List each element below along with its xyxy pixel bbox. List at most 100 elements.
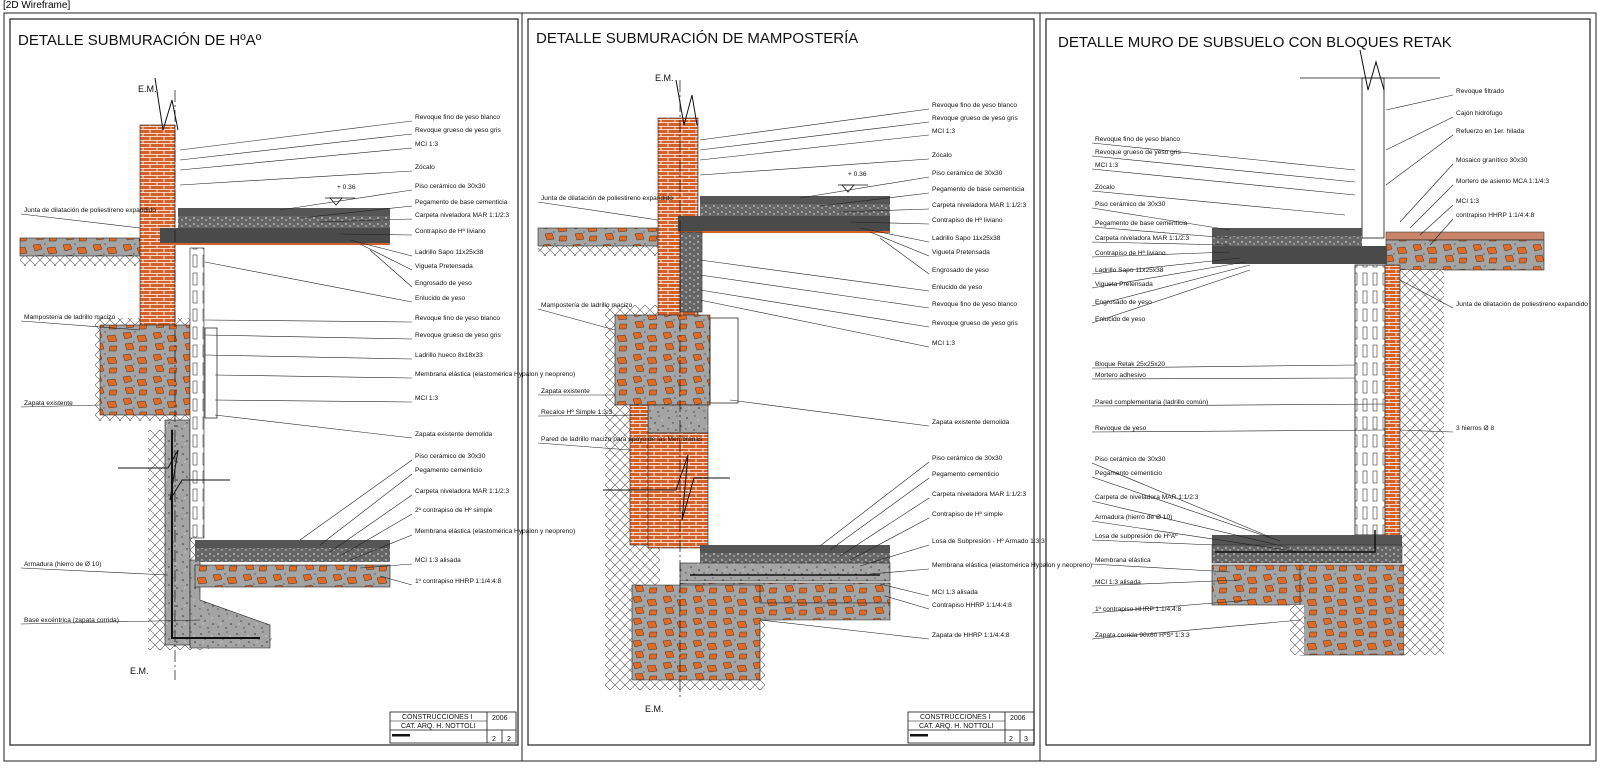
s1-right-leader-line [299,459,413,541]
s3-left-label: Zapata corrida 90x60 HºSº 1:3:3 [1095,632,1190,639]
s3-left-leader-line [1091,142,1356,171]
s2-right-leader-line [819,192,930,207]
s3-left-label: Piso cerámico de 30x30 [1095,201,1166,208]
s1-right-label: Ladrillo Sapo 11x25x38 [415,249,484,256]
s1-right-leader-line [369,249,413,288]
s2-right-label: Contrapiso de Hº liviano [932,217,1003,224]
sheet2-level: + 0.36 [848,171,867,178]
s1-right-leader-line [329,494,413,553]
s3-left-leader-line [1091,207,1231,231]
sheet2-title: DETALLE SUBMURACIÓN DE MAMPOSTERÍA [536,30,858,47]
s1-right-leader-line [339,233,413,236]
s1-left-leader-line [20,404,101,408]
sheet2-tb-institution: CONSTRUCCIONES I [920,714,990,721]
s3-left-label: Zócalo [1095,184,1115,191]
s2-right-label: Membrana elástica (elastomérica Hypalon … [932,562,1092,569]
s1-right-label: Carpeta niveladora MAR 1:1/2:3 [415,488,510,495]
s2-left-label: Pared de ladrillo macizo para apoyo de l… [541,436,703,443]
s1-left-label: Mampostería de ladrillo macizo [24,314,116,321]
s3-right-label: contrapiso HHRP 1:1/4:4:8 [1456,212,1535,219]
s3-left-leader-line [1091,563,1231,573]
s3-left-label: Vigueta Pretensada [1095,281,1153,288]
s3-right-label: Junta de dilatación de poliestireno expa… [1456,301,1588,308]
s2-left-label: Recalce Hº Simple 1:3:3 [541,409,613,416]
s2-right-label: Revoque grueso de yeso gris [932,115,1018,122]
s2-left-leader-line [537,201,659,221]
s3-left-label: Engrosado de yeso [1095,299,1152,306]
s2-right-label: Losa de Subpresión - Hº Armado 1:3:3 [932,538,1045,545]
sheet1-titleblock [389,711,517,744]
s1-right-label: Engrosado de yeso [415,280,472,287]
s3-left-leader-line [1091,257,1241,275]
s1-right-label: Membrana elástica (elastomérica Hypalon … [415,371,575,378]
s1-right-label: Revoque grueso de yeso gris [415,127,501,134]
s1-right-label: MCI 1:3 [415,141,438,148]
s1-right-label: Enlucido de yeso [415,295,466,302]
s1-right-label: Revoque fino de yeso blanco [415,315,500,322]
sheet3-drawing [1211,49,1545,656]
s2-right-leader-line [884,595,930,610]
s1-right-label: Vigueta Pretensada [415,263,473,270]
s1-right-label: 2º contrapiso de Hº simple [415,507,493,514]
s3-left-leader-line [1091,364,1356,369]
s1-left-label: Zapata existente [24,400,73,407]
s2-right-label: Revoque fino de yeso blanco [932,102,1017,109]
sheet2-em-bottom: E.M. [645,704,664,714]
s3-right-leader-line [1385,134,1454,186]
s2-right-leader-line [699,289,930,328]
s2-right-leader-line [699,121,930,151]
s1-right-label: 1º contrapiso HHRP 1:1/4:4:8 [415,578,502,585]
s3-right-leader-line [1409,184,1454,229]
sheet3-title: DETALLE MURO DE SUBSUELO CON BLOQUES RET… [1058,34,1452,51]
s1-right-leader-line [359,243,413,271]
s1-right-leader-line [204,334,413,340]
s1-right-leader-line [379,575,413,586]
s2-right-label: Piso cerámico de 30x30 [932,455,1003,462]
s3-left-label: Bloque Retak 25x25x20 [1095,361,1165,368]
s3-left-leader-line [1091,251,1231,258]
s1-right-label: Contrapiso de Hº liviano [415,228,486,235]
s2-right-leader-line [699,274,930,309]
s1-right-leader-line [214,414,413,439]
s1-left-label: Base excéntrica (zapata corrida) [24,617,119,624]
s2-right-leader-line [699,158,930,176]
s3-left-label: Carpeta de niveladora MAR 1:1/2:3 [1095,494,1199,501]
s3-left-label: Losa de subpresión de HºAº [1095,533,1178,540]
s3-left-label: Ladrillo Sapo 11x25x38 [1095,267,1164,274]
s2-right-label: MCI 1:3 [932,340,955,347]
s2-right-label: Carpeta niveladora MAR 1:1/2:3 [932,491,1027,498]
s3-right-leader-line [1429,218,1454,246]
s2-right-label: Revoque fino de yeso blanco [932,301,1017,308]
s3-left-label: Piso cerámico de 30x30 [1095,456,1166,463]
sheet1-tb-total: 2 [507,736,511,743]
s1-right-label: Ladrillo hueco 8x18x33 [415,352,483,359]
s2-right-label: Contrapiso de Hº simple [932,511,1003,518]
s3-right-leader-line [1419,204,1454,236]
s2-right-leader-line [839,208,930,213]
s2-right-leader-line [699,108,930,141]
s3-left-leader-line [1091,476,1281,542]
sheet1-em-top: E.M. [138,84,157,94]
s2-right-leader-line [699,134,930,161]
s2-right-leader-line [869,231,930,257]
s2-right-leader-line [799,176,930,199]
s1-right-label: MCI 1:3 [415,395,438,402]
s3-left-label: Contrapiso de Hº liviano [1095,250,1166,257]
s3-left-leader-line [1091,539,1216,546]
s2-right-label: Zapata de HHRP 1:1/4:4:8 [932,632,1010,639]
s1-right-leader-line [179,147,413,171]
sheet1-tb-sheet: 2 [492,736,496,743]
s3-left-leader-line [1091,579,1241,587]
s2-right-label: Revoque grueso de yeso gris [932,320,1018,327]
s3-left-leader-line [1091,264,1251,307]
s3-left-leader-line [1091,377,1356,380]
s2-right-label: Pegamento cementicio [932,471,999,478]
s3-right-leader-line [1399,429,1454,433]
s2-right-leader-line [859,227,930,243]
s2-right-leader-line [829,477,930,551]
s2-right-label: Ladrillo Sapo 11x25x38 [932,235,1001,242]
s1-right-leader-line [299,205,413,219]
